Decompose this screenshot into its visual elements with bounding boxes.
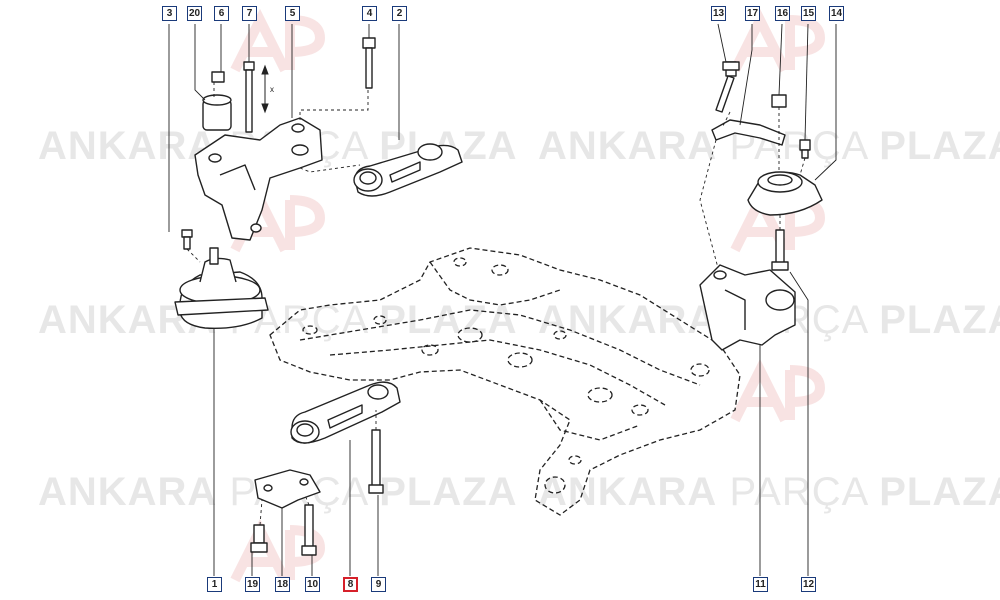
callout-5[interactable]: 5 bbox=[285, 6, 300, 21]
bolt-15 bbox=[799, 139, 811, 159]
bolt-9 bbox=[368, 429, 384, 494]
dimension-arrow: x bbox=[261, 64, 274, 114]
upper-bracket-left bbox=[194, 117, 323, 241]
engine-mount-right bbox=[747, 171, 823, 216]
callout-15[interactable]: 15 bbox=[801, 6, 816, 21]
parts bbox=[174, 37, 823, 556]
long-bolt-7 bbox=[243, 61, 255, 133]
strap-17 bbox=[711, 119, 786, 146]
callout-8-highlighted[interactable]: 8 bbox=[343, 577, 358, 592]
callout-14[interactable]: 14 bbox=[829, 6, 844, 21]
bolt-3 bbox=[181, 229, 193, 250]
logo-watermark-1 bbox=[230, 8, 326, 73]
nut-16 bbox=[771, 94, 787, 108]
callout-6[interactable]: 6 bbox=[214, 6, 229, 21]
callout-12[interactable]: 12 bbox=[801, 577, 816, 592]
callout-4[interactable]: 4 bbox=[362, 6, 377, 21]
engine-mount-left bbox=[174, 247, 269, 329]
bolt-13 bbox=[715, 61, 740, 113]
dimension-mark: x bbox=[270, 85, 274, 94]
callout-7[interactable]: 7 bbox=[242, 6, 257, 21]
bolt-19 bbox=[250, 524, 268, 553]
callout-9[interactable]: 9 bbox=[371, 577, 386, 592]
callout-10[interactable]: 10 bbox=[305, 577, 320, 592]
spacer-20 bbox=[202, 94, 232, 131]
torque-link-upper bbox=[353, 143, 463, 197]
callout-18[interactable]: 18 bbox=[275, 577, 290, 592]
nut-6 bbox=[211, 71, 225, 83]
callout-17[interactable]: 17 bbox=[745, 6, 760, 21]
callout-13[interactable]: 13 bbox=[711, 6, 726, 21]
subframe bbox=[269, 247, 741, 516]
gearbox-bracket bbox=[699, 264, 796, 351]
callout-20[interactable]: 20 bbox=[187, 6, 202, 21]
callout-3[interactable]: 3 bbox=[162, 6, 177, 21]
connection-lines bbox=[186, 82, 806, 526]
torque-link-lower bbox=[290, 381, 401, 444]
logo-watermark-5 bbox=[730, 358, 826, 423]
leader-lines bbox=[168, 23, 837, 576]
logo-watermark-2 bbox=[730, 8, 826, 73]
callout-19[interactable]: 19 bbox=[245, 577, 260, 592]
bolt-4 bbox=[362, 37, 376, 89]
callout-11[interactable]: 11 bbox=[753, 577, 768, 592]
callout-16[interactable]: 16 bbox=[775, 6, 790, 21]
plate-18 bbox=[254, 469, 321, 509]
callout-1[interactable]: 1 bbox=[207, 577, 222, 592]
callout-2[interactable]: 2 bbox=[392, 6, 407, 21]
